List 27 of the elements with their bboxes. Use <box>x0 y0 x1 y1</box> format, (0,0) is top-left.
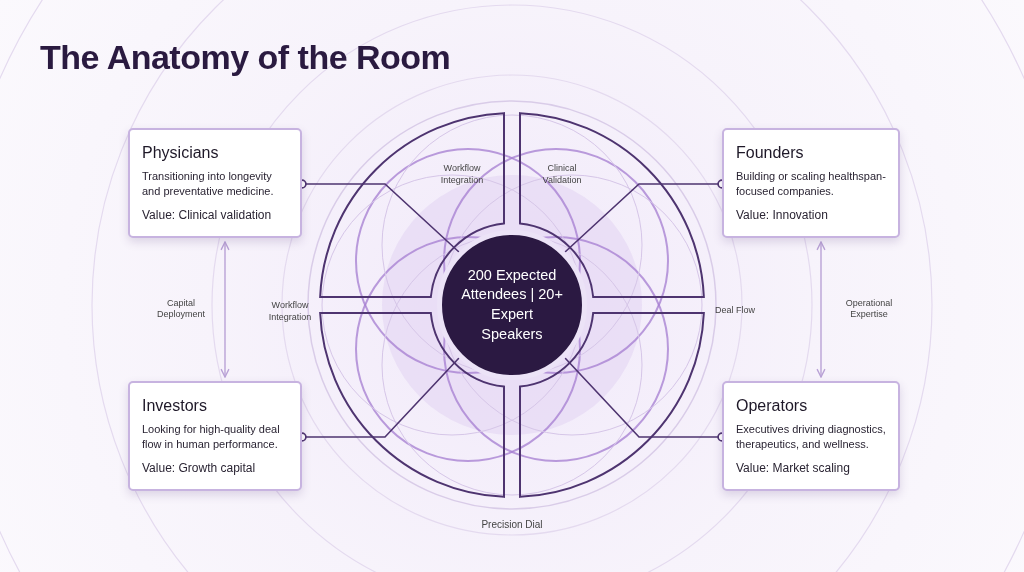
audience-card <box>722 128 900 238</box>
card-heading: Founders <box>736 144 805 162</box>
double-arrow <box>816 241 826 378</box>
card-heading: Investors <box>142 397 208 415</box>
audience-card <box>722 381 900 491</box>
flow-label: Clinical Validation <box>541 163 583 187</box>
edge-label: Capital Deployment <box>156 297 206 322</box>
audience-card <box>128 128 302 238</box>
audience-card <box>128 381 302 491</box>
card-description: Looking for high-quality deal flow in human performance. <box>142 422 281 452</box>
card-description: Building or scaling healthspan-focused companies. <box>736 169 886 199</box>
card-value: Value: Growth capital <box>142 460 257 475</box>
card-heading: Operators <box>736 397 809 415</box>
flow-label: Deal Flow <box>714 305 756 317</box>
card-value: Value: Clinical validation <box>142 207 273 222</box>
card-description: Transitioning into longevity and preventative medicine. <box>142 169 275 199</box>
card-value: Value: Market scaling <box>736 460 851 475</box>
dial-caption: Precision Dial <box>480 517 544 531</box>
card-heading: Physicians <box>142 144 220 162</box>
center-text: 200 Expected Attendees | 20+ Expert Speakers <box>460 265 564 344</box>
title: The Anatomy of the Room <box>40 38 451 77</box>
flow-label: Workflow Integration <box>439 163 485 187</box>
edge-label: Operational Expertise <box>844 297 894 322</box>
card-value: Value: Innovation <box>736 207 829 222</box>
card-description: Executives driving diagnostics, therapeutics, and wellness. <box>736 422 886 452</box>
flow-label: Workflow Integration <box>267 300 313 324</box>
double-arrow <box>220 241 230 378</box>
